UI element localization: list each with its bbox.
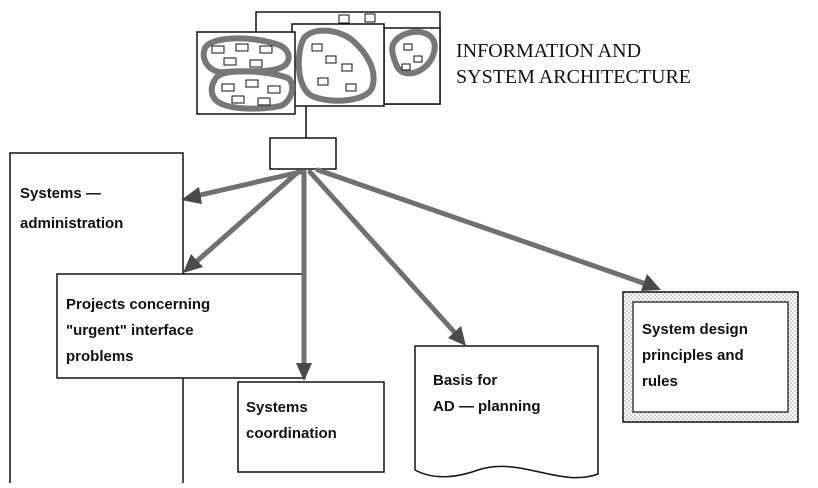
front-panel-node: [224, 58, 236, 65]
right-panel-node: [402, 64, 410, 70]
ad-planning-label-line2: AD — planning: [433, 398, 541, 415]
front-panel-node: [258, 98, 270, 105]
diagram-title-line2: SYSTEM ARCHITECTURE: [456, 66, 691, 88]
systems-coordination-box: Systems coordination: [238, 382, 384, 472]
middle-panel-node: [318, 78, 328, 85]
front-panel-node: [250, 60, 262, 67]
front-panel-node: [222, 84, 234, 91]
front-panel-node: [268, 86, 280, 93]
middle-panel-node: [312, 44, 322, 51]
middle-panel-node: [342, 64, 352, 71]
front-panel-node: [212, 46, 224, 53]
systems-administration-label-line1: Systems —: [20, 185, 101, 202]
design-principles-label-line3: rules: [642, 373, 678, 390]
design-principles-label-line2: principles and: [642, 347, 744, 364]
diagram-title-line1: INFORMATION AND: [456, 40, 641, 62]
urgent-projects-label-line3: problems: [66, 348, 134, 365]
urgent-projects-label-line1: Projects concerning: [66, 296, 210, 313]
systems-administration-label-line2: administration: [20, 215, 123, 232]
front-panel-node: [260, 46, 272, 53]
hub-box: [270, 138, 336, 169]
arrow-to-design-principles: [318, 170, 646, 284]
urgent-projects-box: Projects concerning "urgent" interface p…: [57, 274, 305, 378]
design-principles-box: System design principles and rules: [623, 292, 798, 422]
urgent-projects-label-line2: "urgent" interface: [66, 322, 194, 339]
arrow-to-ad-planning: [310, 172, 456, 334]
right-panel-node: [414, 56, 422, 62]
arrowhead-design-principles: [641, 274, 661, 291]
front-panel-node: [232, 96, 244, 103]
arrowhead-systems-administration: [181, 187, 202, 204]
systems-coordination-label-line1: Systems: [246, 399, 308, 416]
design-principles-label-line1: System design: [642, 321, 748, 338]
systems-coordination-label-line2: coordination: [246, 425, 337, 442]
ad-planning-label-line1: Basis for: [433, 372, 497, 389]
front-panel-node: [236, 44, 248, 51]
front-panel-node: [246, 80, 258, 87]
middle-panel-node: [326, 56, 336, 63]
right-panel-node: [404, 44, 412, 50]
middle-panel-node: [346, 84, 356, 91]
architecture-illustration: [197, 12, 440, 138]
back-panel-node: [339, 15, 349, 23]
ad-planning-document: Basis for AD — planning: [415, 346, 598, 478]
back-panel-node: [365, 14, 375, 22]
